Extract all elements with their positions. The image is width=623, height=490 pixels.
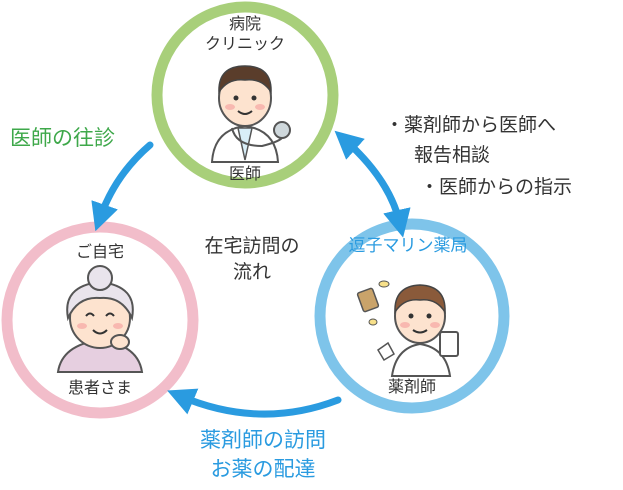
doctor-instruction-line: ・医師からの指示 [420, 176, 572, 198]
center-title-line2: 流れ [233, 261, 271, 283]
hospital-title-line1: 病院 [229, 14, 261, 33]
medicine-delivery-line2: お薬の配達 [211, 457, 316, 481]
pharmacist-report-line2: 報告相談 [414, 144, 490, 166]
pharmacist-report-line1: ・薬剤師から医師へ [385, 114, 556, 136]
pharmacist-icon [356, 280, 459, 377]
pharmacy-role-label: 薬剤師 [388, 377, 436, 396]
pharmacist-visit-arrow [167, 388, 342, 418]
pharmacy-title: 逗子マリン薬局 [349, 236, 468, 256]
doctor-visit-arrow [91, 141, 154, 232]
doctor-visit-label: 医師の往診 [10, 126, 115, 150]
pharmacist-visit-line1: 薬剤師の訪問 [200, 428, 326, 452]
center-title-line1: 在宅訪問の [204, 235, 299, 257]
elderly-patient-icon [56, 265, 144, 373]
doctor-icon [210, 65, 291, 163]
home-title: ご自宅 [76, 242, 124, 261]
doctor-pharmacy-arrow [334, 130, 411, 238]
home-role-label: 患者さま [68, 378, 132, 397]
hospital-title-line2: クリニック [205, 34, 285, 53]
hospital-role-label: 医師 [229, 164, 261, 183]
